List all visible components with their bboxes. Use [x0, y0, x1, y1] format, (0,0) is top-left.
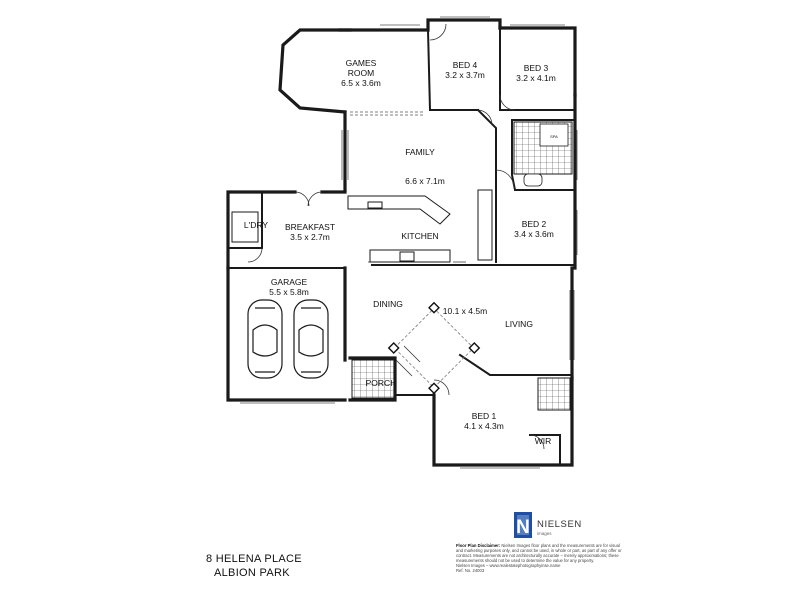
- kitchen-label: KITCHEN: [401, 231, 438, 241]
- bed1-label: BED 1: [472, 411, 497, 421]
- car-left-lines: [255, 307, 275, 373]
- bed4-label: BED 4: [453, 60, 478, 70]
- column-2: [428, 301, 440, 314]
- breakfast-double-door: [294, 191, 323, 207]
- living-label: LIVING: [505, 319, 533, 329]
- kitchen-sink: [367, 201, 383, 209]
- car-right-lines: [301, 307, 321, 373]
- disclaimer-title: Floor Plan Disclaimer:: [456, 543, 501, 548]
- column-1: [387, 342, 400, 354]
- wir-door: [529, 434, 545, 450]
- pantry: [477, 189, 493, 261]
- games-family-opening: [350, 111, 425, 116]
- bed1-walls: [432, 376, 574, 467]
- bed1-ensuite-tiles: [537, 377, 571, 411]
- toilet: [523, 173, 543, 187]
- column-4: [468, 342, 481, 354]
- outer-walls: [226, 18, 577, 467]
- bed3-door: [499, 94, 516, 111]
- breakfast-label: BREAKFAST: [285, 222, 335, 232]
- porch-label: PORCH: [366, 378, 397, 388]
- bed2-size: 3.4 x 3.6m: [514, 229, 554, 239]
- nielsen-logo-mark: N NIELSEN images: [514, 512, 582, 538]
- hall-door: [477, 109, 493, 125]
- games-room-size: 6.5 x 3.6m: [341, 78, 381, 88]
- bed2-label: BED 2: [522, 219, 547, 229]
- doors: [247, 23, 545, 450]
- bed4-size: 3.2 x 3.7m: [445, 70, 485, 80]
- bed3-size: 3.2 x 4.1m: [516, 73, 556, 83]
- family-label: FAMILY: [405, 147, 435, 157]
- spa-bath: [539, 123, 569, 147]
- kitchen-back-bench: [369, 249, 451, 263]
- living-bed1-wall: [458, 353, 573, 376]
- bed4-west-wall: [426, 28, 432, 112]
- column-3: [428, 382, 440, 395]
- room-labels: GAMES ROOM 6.5 x 3.6m BED 4 3.2 x 3.7m B…: [244, 58, 558, 446]
- kitchen-island: [347, 195, 451, 225]
- disclaimer-contact: Nielsen Images – www.realestatephotograp…: [456, 563, 561, 568]
- living-window: [569, 290, 575, 360]
- entry-door: [395, 345, 421, 377]
- dining-label: DINING: [373, 299, 403, 309]
- hall-angled-wall: [476, 108, 497, 191]
- garage-cars: [247, 299, 329, 379]
- games-room-label-2: ROOM: [348, 68, 374, 78]
- laundry-door: [247, 247, 263, 263]
- disclaimer-ref: Ref. No. 24003: [456, 568, 485, 573]
- laundry-label: L'DRY: [244, 220, 268, 230]
- car-right-cabin: [298, 324, 324, 357]
- bed3-top-wall: [498, 26, 577, 97]
- porch-wall: [348, 356, 397, 402]
- bed1-door: [433, 379, 450, 396]
- windows: [240, 16, 578, 469]
- car-right: [293, 299, 329, 379]
- breakfast-top-wall: [226, 190, 347, 270]
- kitchen-benches: [231, 189, 493, 263]
- car-left: [247, 299, 283, 379]
- logo-brand: NIELSEN: [537, 519, 582, 530]
- living-size: 10.1 x 4.5m: [443, 306, 487, 316]
- address-line-1: 8 HELENA PLACE: [206, 553, 302, 565]
- bed1-size: 4.1 x 4.3m: [464, 421, 504, 431]
- car-left-cabin: [252, 324, 278, 357]
- disclaimer-body: Nielsen Images floor plans and the measu…: [456, 543, 622, 563]
- breakfast-size: 3.5 x 2.7m: [290, 232, 330, 242]
- laundry-bench: [231, 211, 259, 243]
- wir-wall: [529, 434, 561, 466]
- bed4-top-wall: [338, 18, 502, 32]
- logo-letter: N: [516, 517, 530, 538]
- wir-label: WIR: [535, 436, 552, 446]
- garage-walls: [226, 266, 347, 402]
- family-west-window: [341, 130, 349, 180]
- logo-highlight: [517, 515, 529, 535]
- family-size: 6.6 x 7.1m: [405, 176, 445, 186]
- address-line-2: ALBION PARK: [214, 567, 290, 579]
- floor-plan-disclaimer: Floor Plan Disclaimer: Nielsen Images fl…: [456, 543, 626, 573]
- logo-sub: images: [537, 531, 552, 536]
- bed3-label: BED 3: [524, 63, 549, 73]
- bed4-door: [429, 23, 447, 41]
- porch-tiles: [351, 359, 395, 399]
- nielsen-logo: N NIELSEN images: [513, 510, 593, 542]
- games-room-bay-wall: [278, 28, 352, 114]
- games-room-label-1: GAMES: [346, 58, 377, 68]
- garage-size: 5.5 x 5.8m: [269, 287, 309, 297]
- cooktop: [399, 251, 415, 262]
- spa-label: SPA: [550, 134, 558, 139]
- garage-label: GARAGE: [271, 277, 308, 287]
- tiled-areas: [351, 121, 573, 411]
- ensuite-door: [495, 169, 515, 189]
